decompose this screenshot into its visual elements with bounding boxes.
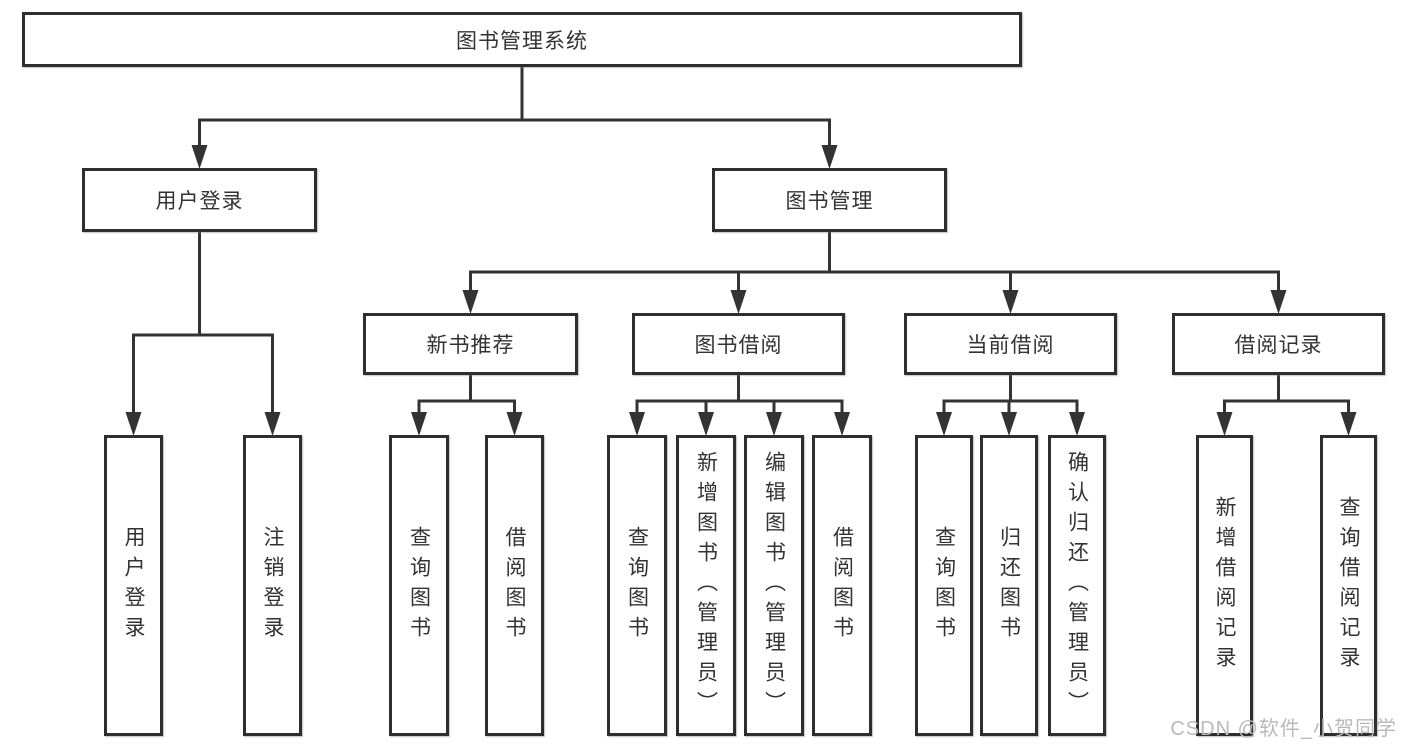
leaf-add-books-admin: 新增图书（管理员） xyxy=(676,435,736,736)
leaf-borrow-books-recommend: 借阅图书 xyxy=(485,435,544,736)
leaf-borrow-books: 借阅图书 xyxy=(812,435,872,736)
watermark: CSDN @软件_小贺同学 xyxy=(1170,718,1397,740)
node-current-borrow: 当前借阅 xyxy=(904,313,1117,375)
leaf-borrow-books-label: 借阅图书 xyxy=(830,525,854,646)
node-new-book-recommend-label: 新书推荐 xyxy=(426,334,515,357)
node-borrow-record-label: 借阅记录 xyxy=(1234,334,1323,357)
leaf-return-books: 归还图书 xyxy=(980,435,1038,736)
leaf-query-books-current: 查询图书 xyxy=(915,435,973,736)
leaf-query-books-borrow-label: 查询图书 xyxy=(625,525,649,646)
node-book-borrow: 图书借阅 xyxy=(632,313,845,375)
leaf-logout-label: 注销登录 xyxy=(261,525,284,646)
leaf-logout: 注销登录 xyxy=(243,435,302,736)
leaf-user-login-label: 用户登录 xyxy=(122,525,145,646)
leaf-add-books-admin-label: 新增图书（管理员） xyxy=(694,450,718,721)
node-book-borrow-label: 图书借阅 xyxy=(694,334,783,357)
leaf-query-books-current-label: 查询图书 xyxy=(932,525,956,646)
leaf-user-login: 用户登录 xyxy=(104,435,163,736)
leaf-edit-books-admin-label: 编辑图书（管理员） xyxy=(762,450,786,721)
leaf-confirm-return-admin: 确认归还（管理员） xyxy=(1048,435,1106,736)
leaf-query-borrow-record: 查询借阅记录 xyxy=(1320,435,1377,736)
node-book-management-label: 图书管理 xyxy=(785,190,874,213)
node-root: 图书管理系统 xyxy=(22,12,1022,67)
node-current-borrow-label: 当前借阅 xyxy=(966,334,1055,357)
node-book-management: 图书管理 xyxy=(712,168,947,232)
leaf-query-books-borrow: 查询图书 xyxy=(607,435,667,736)
leaf-query-borrow-record-label: 查询借阅记录 xyxy=(1337,495,1360,676)
leaf-add-borrow-record: 新增借阅记录 xyxy=(1196,435,1253,736)
leaf-query-books-recommend-label: 查询图书 xyxy=(407,525,431,646)
leaf-edit-books-admin: 编辑图书（管理员） xyxy=(744,435,804,736)
node-borrow-record: 借阅记录 xyxy=(1172,313,1385,375)
node-user-login: 用户登录 xyxy=(82,168,317,232)
leaf-borrow-books-recommend-label: 借阅图书 xyxy=(503,525,526,646)
leaf-query-books-recommend: 查询图书 xyxy=(389,435,449,736)
leaf-return-books-label: 归还图书 xyxy=(997,525,1021,646)
leaf-add-borrow-record-label: 新增借阅记录 xyxy=(1213,495,1236,676)
node-new-book-recommend: 新书推荐 xyxy=(363,313,578,375)
leaf-confirm-return-admin-label: 确认归还（管理员） xyxy=(1065,450,1089,721)
node-user-login-label: 用户登录 xyxy=(155,190,244,213)
node-root-label: 图书管理系统 xyxy=(456,29,588,53)
